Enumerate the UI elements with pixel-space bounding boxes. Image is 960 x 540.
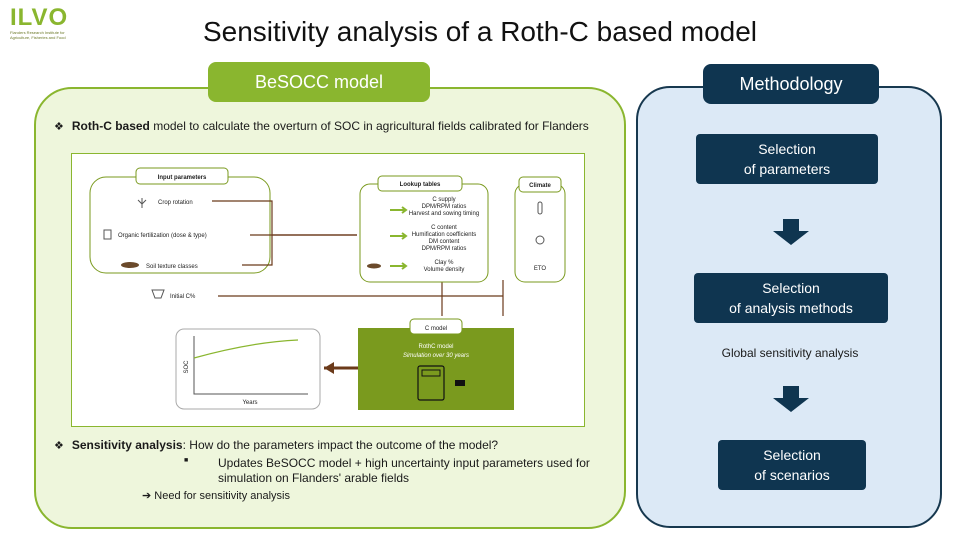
down-arrow-icon bbox=[773, 219, 809, 245]
connector-soil bbox=[242, 235, 273, 266]
besocc-tab: BeSOCC model bbox=[208, 62, 430, 102]
lookup-tables-title: Lookup tables bbox=[400, 182, 441, 188]
down-arrow-icon bbox=[773, 386, 809, 412]
bullet-sensitivity-text: : How do the parameters impact the outco… bbox=[182, 438, 499, 452]
ilvo-logo: ILVO bbox=[10, 4, 69, 31]
fertilization-icon bbox=[103, 229, 112, 240]
soc-plot-ylabel: SOC bbox=[184, 360, 190, 374]
square-bullet-icon: ■ bbox=[184, 457, 189, 464]
lookup-group-3: Clay %Volume density bbox=[424, 260, 465, 273]
input-parameters-title: Input parameters bbox=[158, 175, 207, 181]
arrow-2-icon bbox=[390, 232, 408, 240]
input-crop-rotation: Crop rotation bbox=[158, 200, 193, 206]
calculator-icon bbox=[417, 365, 445, 401]
input-initial-c: Initial C% bbox=[170, 294, 196, 300]
initial-c-icon bbox=[151, 289, 165, 299]
step-selection-methods: Selection of analysis methods bbox=[694, 273, 888, 323]
soc-plot-xlabel: Years bbox=[242, 400, 257, 406]
step3-line2: of scenarios bbox=[754, 467, 830, 483]
arrow-1-icon bbox=[390, 206, 408, 214]
rain-icon bbox=[535, 235, 545, 245]
input-organic-fertilization: Organic fertilization (dose & type) bbox=[118, 233, 207, 239]
ilvo-logo-subtitle: Flanders Research Institute for Agricult… bbox=[10, 30, 66, 40]
global-sensitivity-note: Global sensitivity analysis bbox=[721, 346, 859, 360]
climate-title: Climate bbox=[529, 183, 551, 189]
diamond-bullet-icon: ❖ bbox=[54, 440, 64, 452]
soc-plot-box bbox=[175, 328, 321, 410]
methodology-tab: Methodology bbox=[703, 64, 879, 104]
input-parameters-tab bbox=[135, 167, 229, 185]
model-diagram: Input parameters Crop rotation Organic f… bbox=[71, 153, 585, 427]
soc-plot-axes bbox=[193, 336, 308, 395]
bullet-roth-c-bold: Roth-C based bbox=[71, 119, 150, 133]
soil-texture-icon bbox=[121, 262, 139, 268]
thermometer-icon bbox=[537, 201, 543, 215]
input-parameters-box bbox=[89, 176, 271, 274]
bullet-roth-c-text: model to calculate the overturn of SOC i… bbox=[149, 119, 589, 133]
c-model-tab bbox=[409, 318, 463, 335]
calculator-display bbox=[421, 369, 441, 377]
step1-line2: of parameters bbox=[743, 161, 831, 177]
climate-etc: ETO bbox=[534, 266, 547, 272]
page-title: Sensitivity analysis of a Roth-C based m… bbox=[202, 16, 758, 47]
c-model-subtitle: Simulation over 30 years bbox=[403, 353, 469, 359]
model-diagram-svg: Input parameters Crop rotation Organic f… bbox=[89, 167, 566, 410]
step-selection-scenarios: Selection of scenarios bbox=[718, 440, 866, 490]
crop-rotation-icon bbox=[137, 198, 147, 208]
arrow-3-icon bbox=[390, 262, 408, 270]
soc-plot-curve bbox=[193, 339, 299, 359]
c-model-name: RothC model bbox=[418, 344, 453, 350]
sub-bullet-updates: Updates BeSOCC model + high uncertainty … bbox=[218, 456, 590, 485]
step-selection-parameters: Selection of parameters bbox=[696, 134, 878, 184]
bullet-sensitivity-bold: Sensitivity analysis bbox=[71, 438, 183, 452]
sub-bullet-need: ➔ Need for sensitivity analysis bbox=[142, 490, 290, 502]
bullet-sensitivity: ❖ Sensitivity analysis: How do the parame… bbox=[54, 437, 614, 454]
step3-line1: Selection bbox=[763, 447, 821, 463]
bullet-roth-c: ❖ Roth-C based model to calculate the ove… bbox=[54, 118, 614, 135]
c-model-box bbox=[358, 328, 514, 410]
arrow-to-plot-head bbox=[324, 362, 334, 374]
step1-line1: Selection bbox=[758, 141, 816, 157]
climate-tab bbox=[518, 176, 562, 193]
input-soil-texture: Soil texture classes bbox=[146, 264, 198, 270]
lookup-soil-icon bbox=[367, 263, 381, 269]
farm-icon bbox=[455, 380, 465, 386]
step2-line2: of analysis methods bbox=[729, 300, 853, 316]
c-model-title: C model bbox=[425, 326, 447, 332]
lookup-tables-tab bbox=[377, 175, 463, 192]
step2-line1: Selection bbox=[762, 280, 820, 296]
diamond-bullet-icon: ❖ bbox=[54, 121, 64, 133]
